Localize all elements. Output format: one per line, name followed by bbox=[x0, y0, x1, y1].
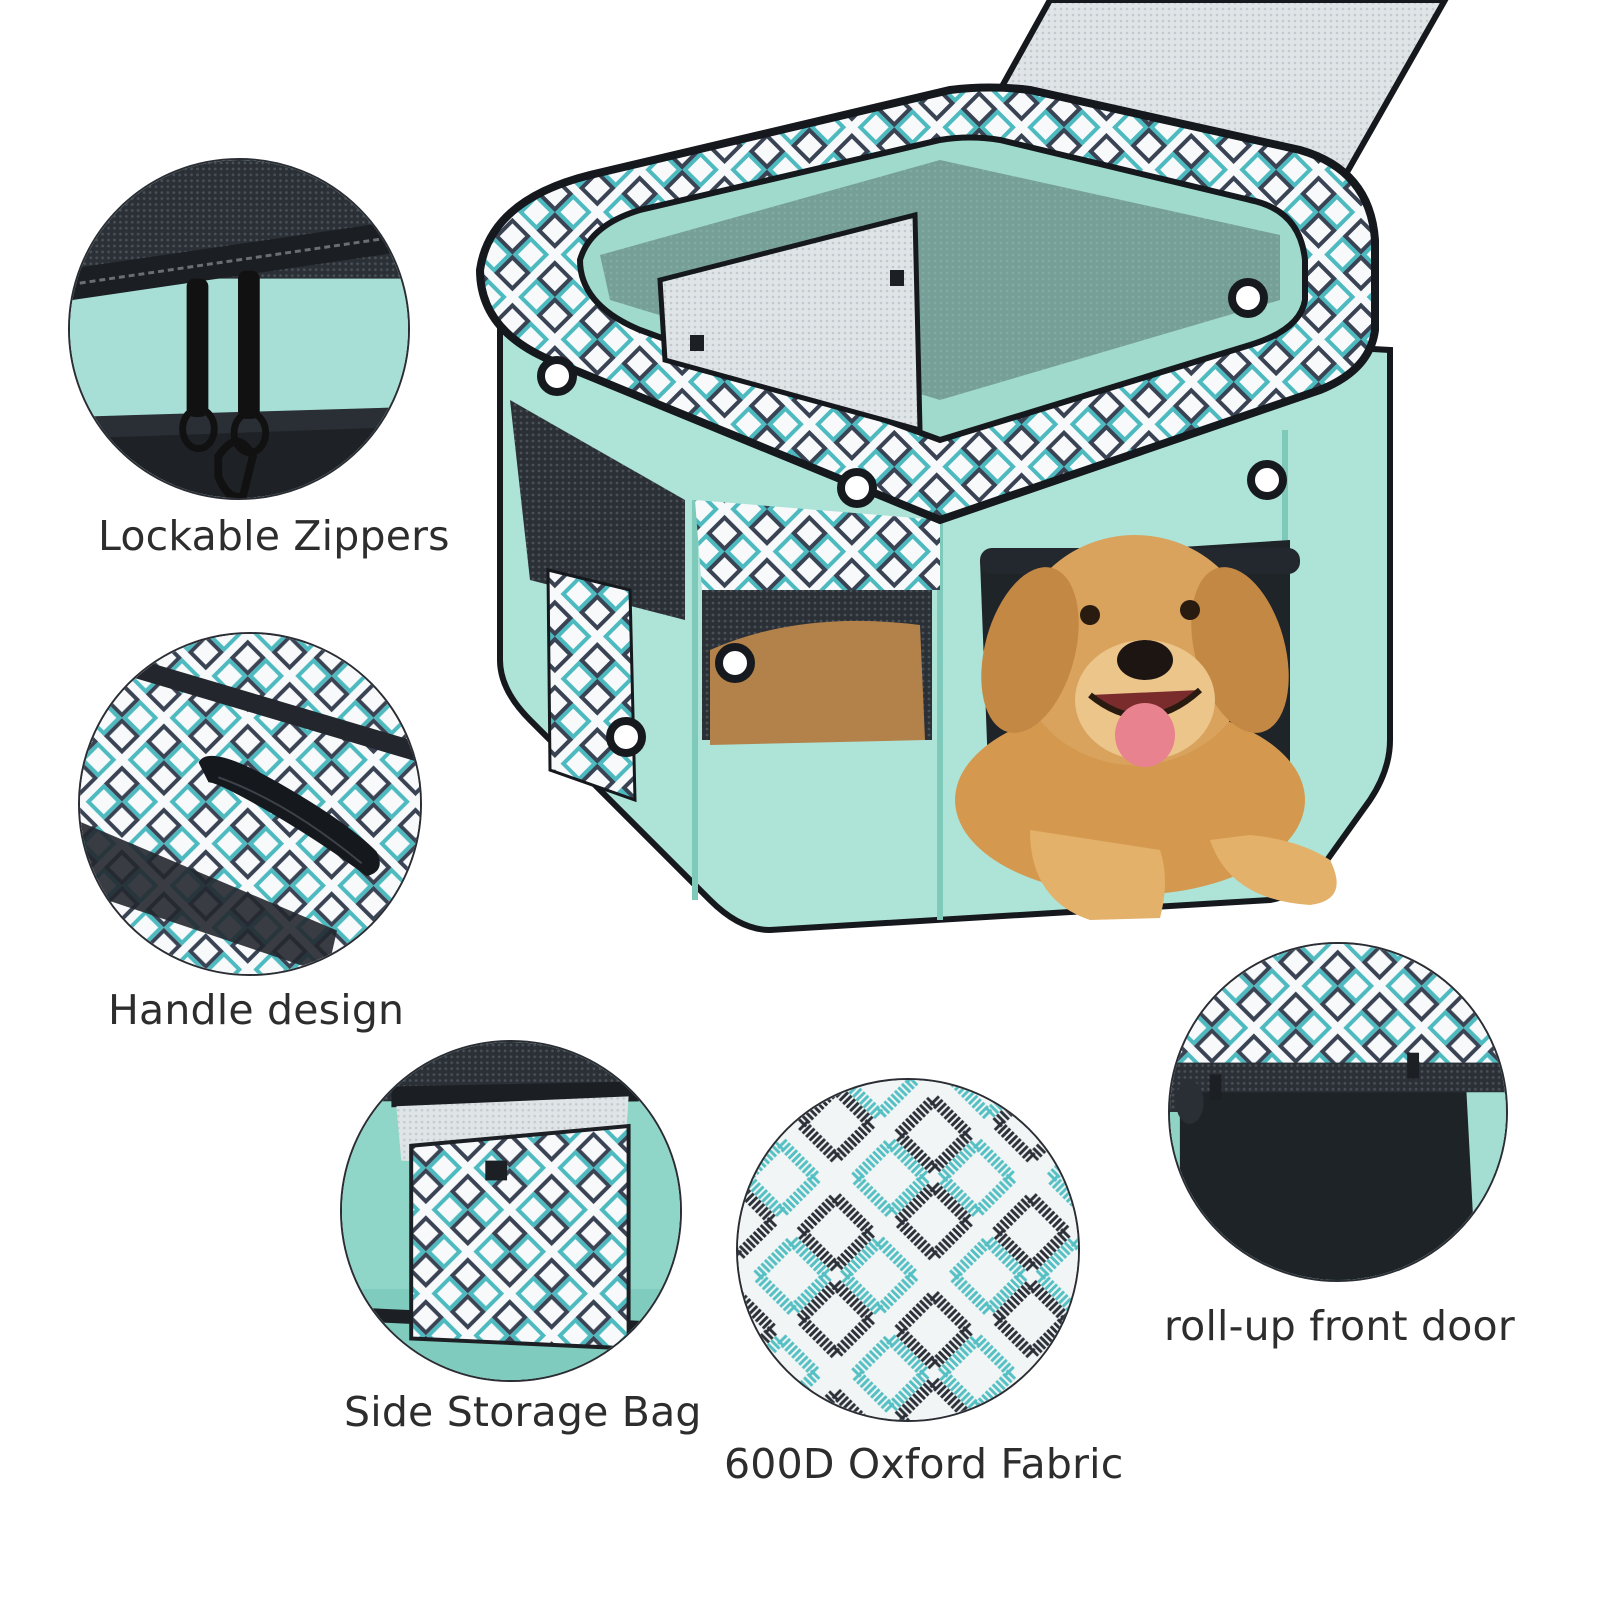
side-storage-bag-caption: Side Storage Bag bbox=[344, 1388, 702, 1436]
marker-dot-door bbox=[1247, 460, 1287, 500]
fabric-icon bbox=[738, 1080, 1078, 1420]
playpen-product-image bbox=[470, 0, 1470, 960]
marker-dot-lid bbox=[1228, 278, 1268, 318]
marker-dot-window bbox=[715, 643, 755, 683]
storage-bag-detail-image bbox=[340, 1040, 682, 1382]
door-icon bbox=[1170, 944, 1506, 1280]
marker-dot-zipper bbox=[537, 356, 577, 396]
storage-bag-icon bbox=[342, 1042, 680, 1380]
lockable-zippers-caption: Lockable Zippers bbox=[98, 512, 450, 560]
front-door-detail-image bbox=[1168, 942, 1508, 1282]
handle-detail-image bbox=[78, 632, 422, 976]
marker-dot-storage-bag bbox=[606, 717, 646, 757]
handle-icon bbox=[80, 634, 420, 974]
marker-dot-rim bbox=[837, 468, 877, 508]
zipper-icon bbox=[70, 160, 408, 498]
oxford-fabric-caption: 600D Oxford Fabric bbox=[724, 1440, 1124, 1488]
roll-up-front-door-caption: roll-up front door bbox=[1164, 1302, 1515, 1350]
handle-design-caption: Handle design bbox=[108, 986, 405, 1034]
zipper-detail-image bbox=[68, 158, 410, 500]
fabric-detail-image bbox=[736, 1078, 1080, 1422]
